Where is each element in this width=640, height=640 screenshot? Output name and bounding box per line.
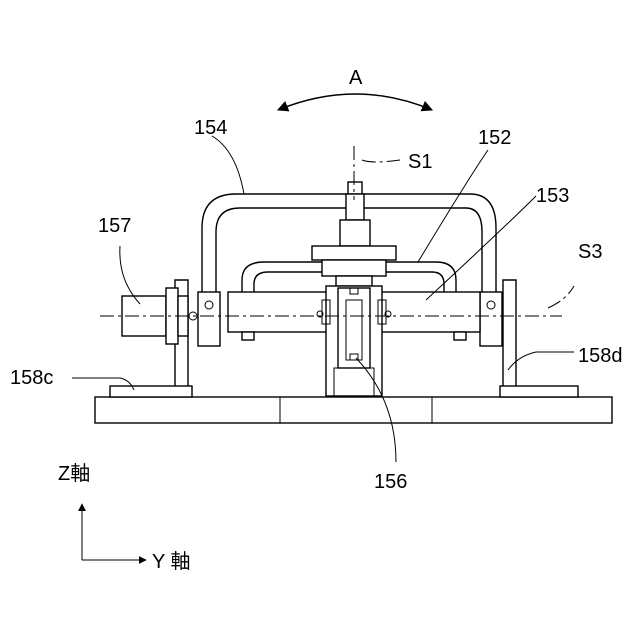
label-axis-s3: S3 — [578, 241, 602, 263]
label-motor-157: 157 — [98, 215, 131, 237]
label-arm-152: 152 — [478, 127, 511, 149]
right-bracket — [500, 280, 578, 397]
label-bracket-158c: 158c — [10, 367, 53, 389]
leader-153 — [426, 196, 536, 300]
label-beam-153: 153 — [536, 185, 569, 207]
label-frame-154: 154 — [194, 117, 227, 139]
axis-s1-leader — [362, 160, 400, 162]
label-bracket-158d: 158d — [578, 345, 623, 367]
rotation-arrow — [278, 94, 432, 110]
leader-154 — [212, 136, 244, 194]
leader-158d — [508, 352, 574, 370]
label-z-axis: Z軸 — [58, 462, 90, 485]
label-center-block-156: 156 — [374, 471, 407, 493]
axis-s3-leader — [548, 286, 574, 308]
center-block — [322, 286, 386, 396]
label-axis-s1: S1 — [408, 151, 432, 173]
leader-157 — [120, 246, 140, 304]
base-plate — [95, 397, 612, 423]
label-y-axis: Y 軸 — [152, 550, 191, 573]
label-rotation-a: A — [349, 67, 363, 89]
coordinate-axes — [82, 504, 146, 560]
